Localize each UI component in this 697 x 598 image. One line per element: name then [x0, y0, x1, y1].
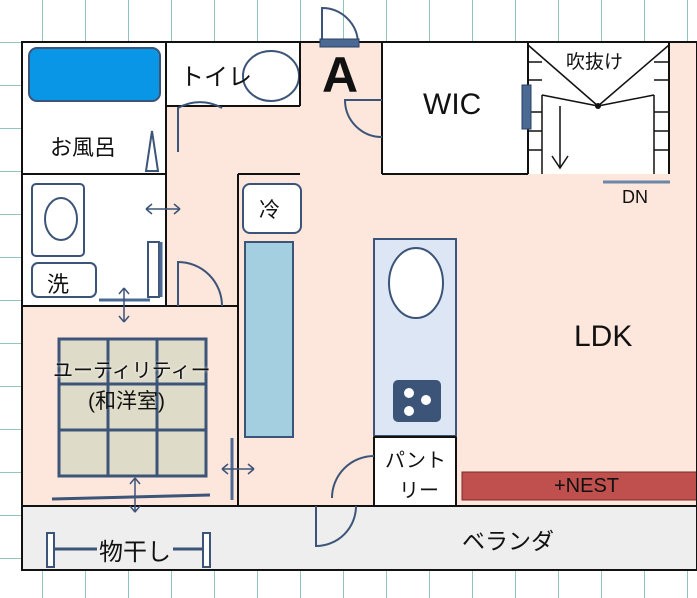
monohoshi-label: 物干し — [97, 532, 173, 567]
sliding-arrows — [118, 203, 255, 513]
floor-hall-top — [300, 42, 382, 106]
floor-pantry — [374, 437, 456, 506]
cooktop-burner — [421, 395, 431, 405]
door-marker-top — [319, 38, 360, 48]
kitchen-sink — [388, 247, 444, 319]
pantry-label-line2: リー — [399, 480, 439, 502]
door-swing-wic — [343, 99, 383, 138]
stair-center-dot — [595, 103, 601, 109]
utility-label-line2: (和洋室) — [88, 390, 165, 413]
door-swing-veranda — [315, 505, 357, 548]
door-swings — [177, 6, 383, 548]
toilet-label: トイレ — [180, 64, 252, 91]
fridge-box — [242, 183, 302, 234]
floor-top-right — [669, 42, 697, 174]
fridge-counter — [244, 241, 294, 438]
bath-label: お風呂 — [50, 135, 117, 160]
nest-bar — [461, 471, 697, 501]
fridge-label: 冷 — [259, 199, 280, 222]
cooktop-burner — [404, 406, 414, 416]
bathtub — [28, 47, 161, 102]
washer-box — [31, 262, 97, 298]
marker-a-label: A — [322, 47, 359, 103]
dn-label: DN — [622, 187, 648, 207]
bath-drain-triangle — [144, 130, 160, 172]
wash-basin-bowl — [44, 197, 78, 241]
pantry-label-line1: パント — [385, 450, 446, 472]
cooktop-burner — [404, 388, 414, 398]
door-swing-toilet — [177, 101, 223, 152]
stairs — [527, 44, 670, 174]
floor-wic — [382, 42, 528, 174]
door-swing-pantry — [331, 455, 375, 499]
tatami-mat — [57, 337, 208, 478]
utility-label-line1: ユーティリティー — [53, 360, 211, 382]
ldk-label: LDK — [574, 320, 633, 353]
door-marker-stairs — [521, 84, 532, 130]
cooktop — [393, 380, 441, 422]
door-marker-wash — [147, 241, 160, 298]
veranda-label: ベランダ — [462, 528, 554, 554]
washer-label: 洗 — [47, 272, 70, 297]
wic-label: WIC — [423, 88, 482, 121]
fukinuke-label: 吹抜け — [566, 52, 624, 73]
door-swing-wash — [177, 260, 223, 307]
nest-label: +NEST — [554, 475, 620, 497]
door-swing-top-hall — [321, 6, 359, 45]
utility-threshold — [51, 493, 211, 501]
